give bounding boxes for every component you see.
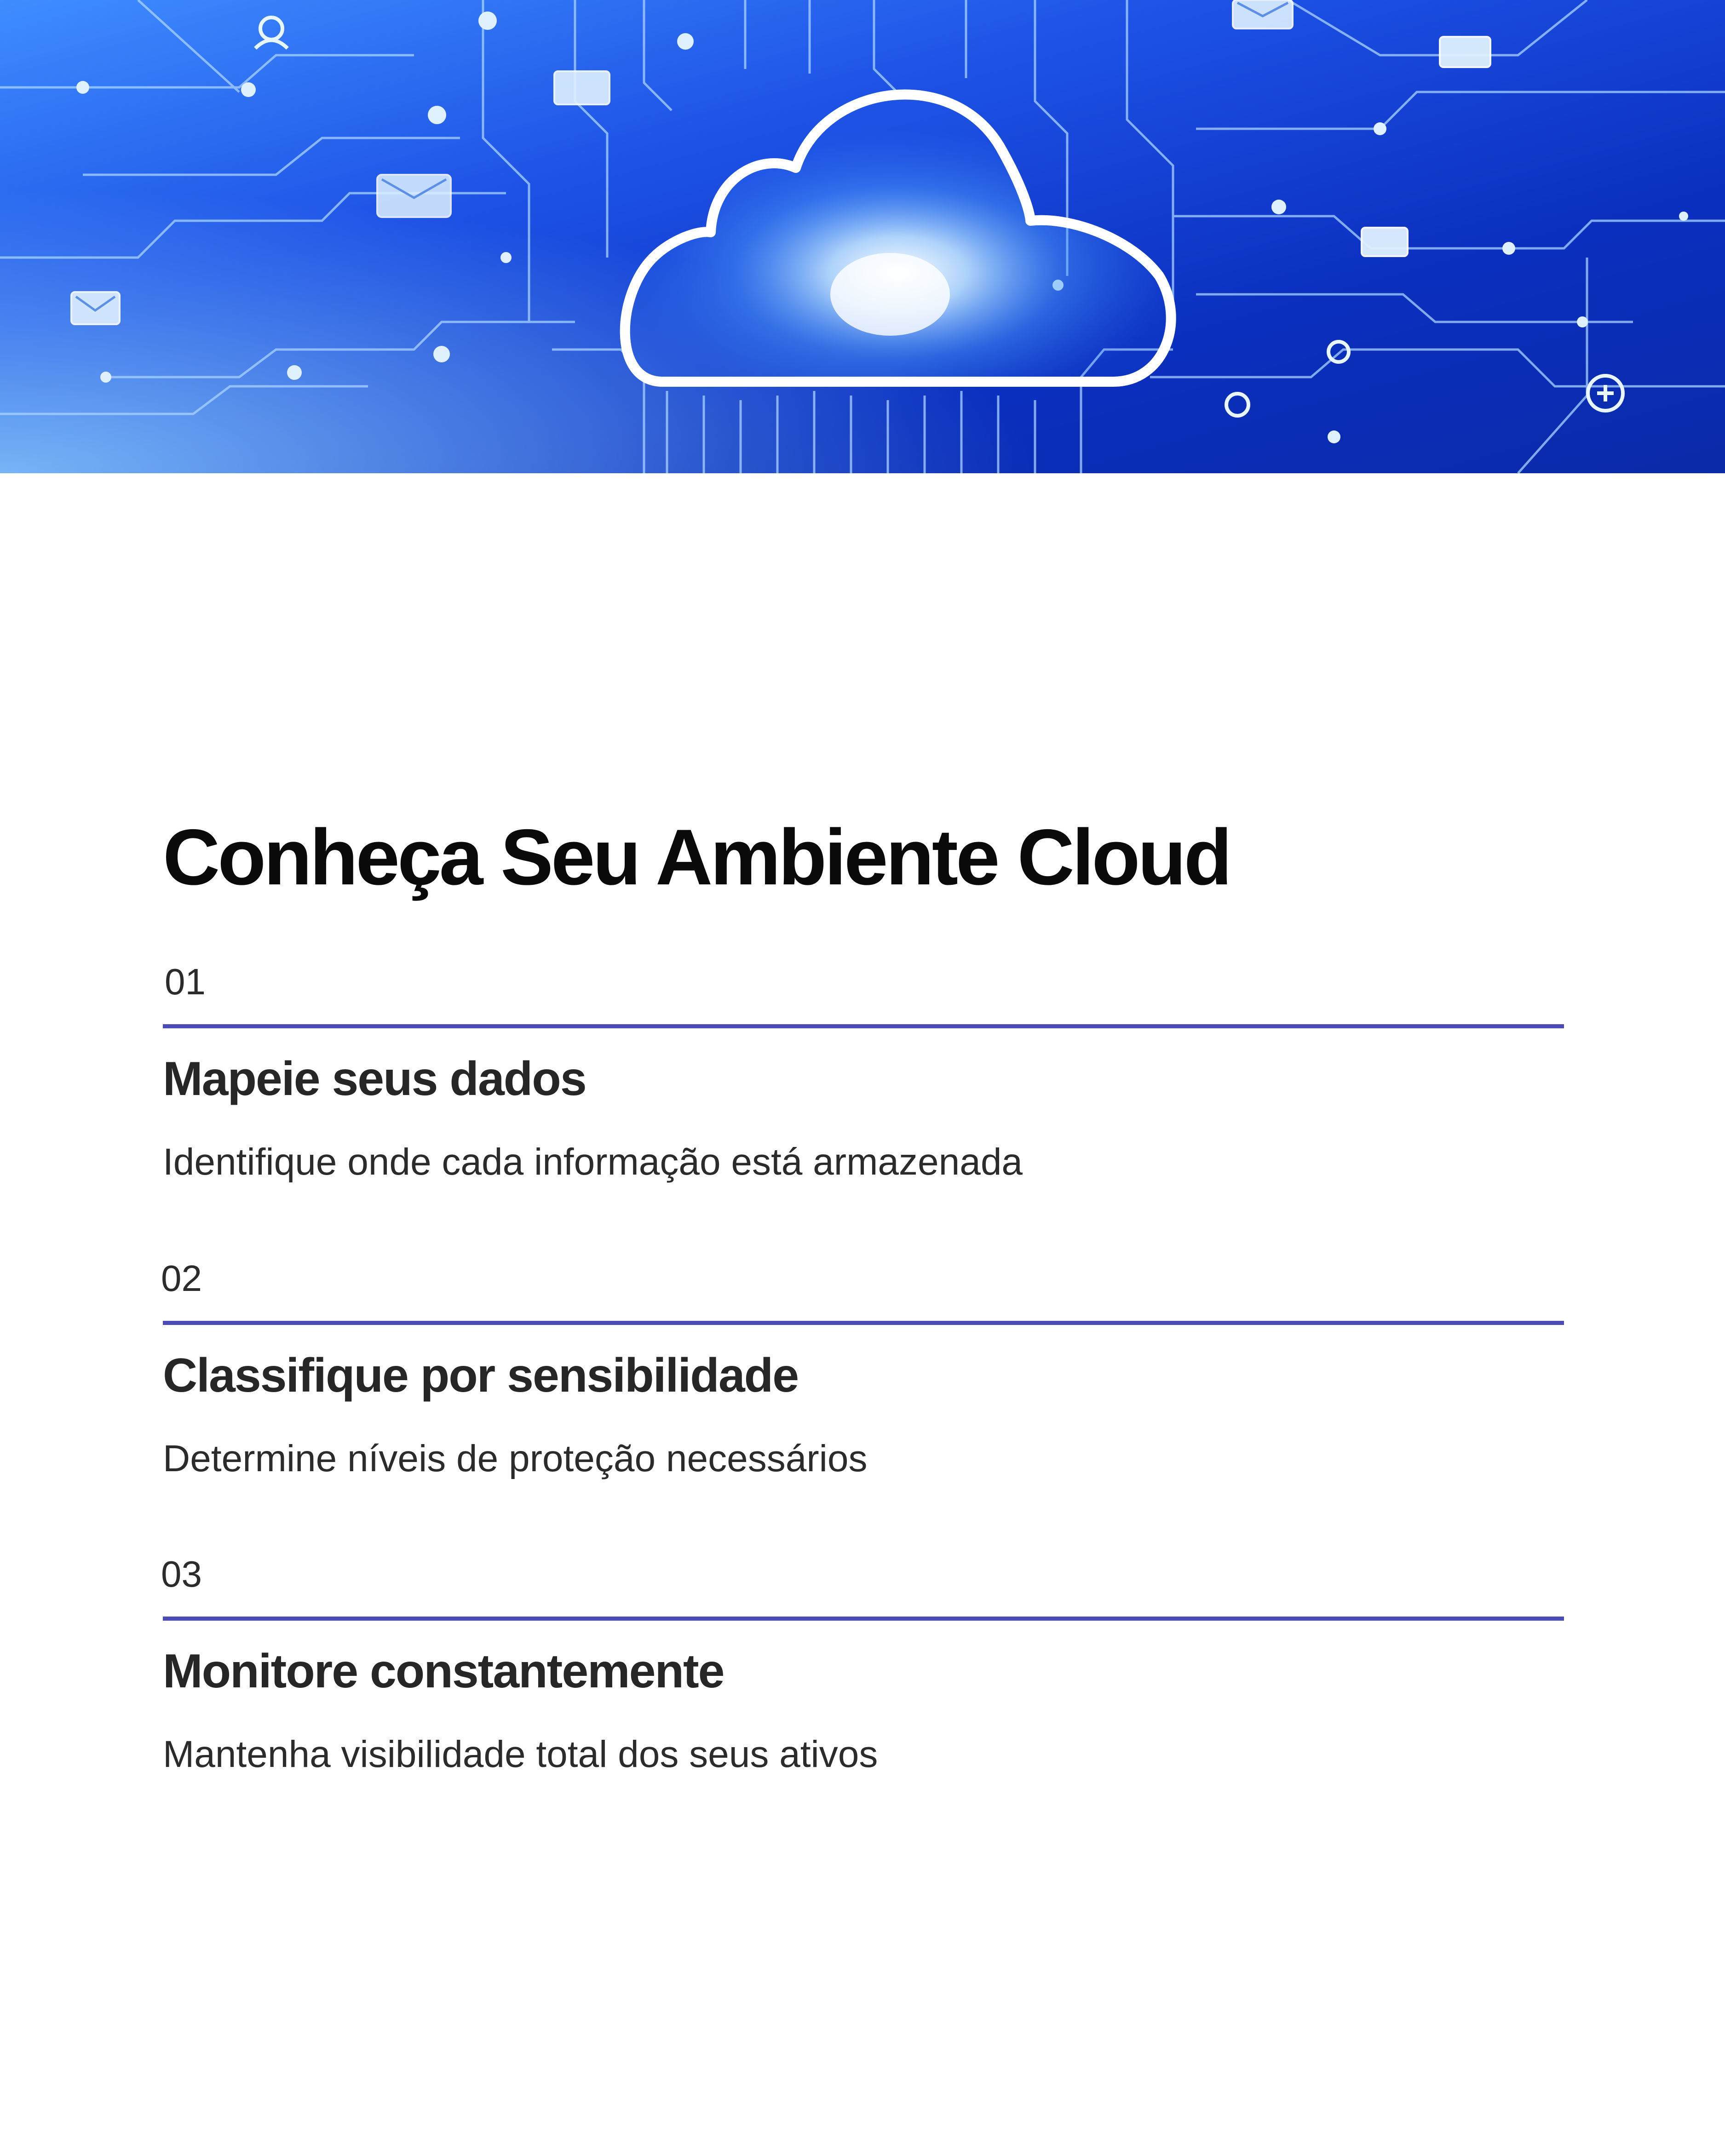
- step-title: Classifique por sensibilidade: [163, 1349, 799, 1402]
- step-title: Monitore constantemente: [163, 1645, 724, 1698]
- step-divider: [163, 1321, 1564, 1325]
- step-description: Determine níveis de proteção necessários: [163, 1438, 868, 1479]
- step-number: 02: [161, 1258, 202, 1299]
- cloud-circuit-hero-image: [0, 0, 1725, 473]
- step-item: 03 Monitore constantemente Mantenha visi…: [161, 1554, 1564, 1775]
- step-description: Mantenha visibilidade total dos seus ati…: [163, 1733, 878, 1775]
- step-divider: [163, 1024, 1564, 1028]
- page-title: Conheça Seu Ambiente Cloud: [163, 813, 1232, 901]
- step-item: 01 Mapeie seus dados Identifique onde ca…: [163, 963, 1564, 1181]
- step-description: Identifique onde cada informação está ar…: [163, 1141, 1023, 1183]
- step-title: Mapeie seus dados: [163, 1052, 587, 1106]
- step-number: 03: [161, 1554, 202, 1594]
- step-item: 02 Classifique por sensibilidade Determi…: [161, 1258, 1564, 1479]
- main-content: Conheça Seu Ambiente Cloud 01 Mapeie seu…: [161, 813, 1564, 1773]
- step-divider: [163, 1617, 1564, 1621]
- step-number: 01: [165, 961, 206, 1002]
